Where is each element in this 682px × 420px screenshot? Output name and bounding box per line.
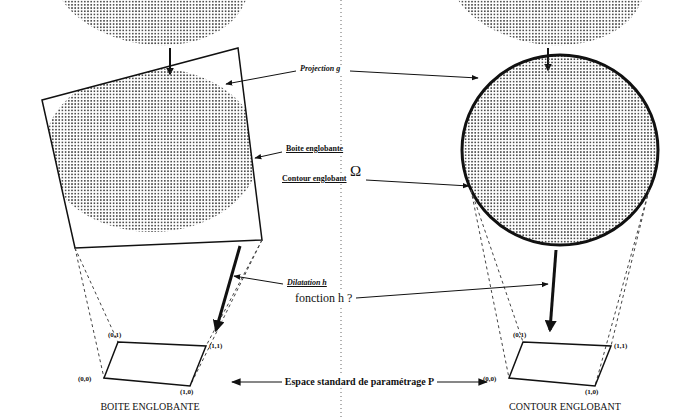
function-label: fonction h ? [293,292,354,305]
corner-coordinate: (0,0) [78,376,91,383]
square-shape [509,342,611,386]
corner-coordinate: (1,0) [585,389,598,396]
panel-caption: CONTOUR ENGLOBANT [507,401,623,412]
bounding-contour [462,55,658,245]
dilation-arrow [550,250,556,330]
panel-caption: BOITE ENGLOBANTE [98,401,201,412]
square-shape [104,342,206,386]
leader-lines [226,71,548,298]
contour-label: Contour englobant [280,175,349,184]
projection-label: Projection g [298,65,342,74]
corner-coordinate: (1,1) [209,343,222,350]
corner-coordinate: (0,0) [483,376,496,383]
box-label: Boite englobante [284,145,345,154]
surface-left [62,0,246,45]
dilation-arrow [216,246,240,330]
corner-coordinate: (0,1) [108,332,121,339]
bounding-box [42,48,262,248]
projected-points [44,68,260,232]
parameter-square: (0,1)(1,1)(0,0)(1,0) [82,334,232,400]
surface-right [458,0,642,45]
corner-coordinate: (0,1) [513,332,526,339]
separator-line [341,0,342,420]
corner-coordinate: (1,1) [614,343,627,350]
dilation-lines [75,190,649,386]
dilation-label: Dilatation h [285,279,329,288]
parameter-square: (0,1)(1,1)(0,0)(1,0) [487,334,637,400]
edge-label: Espace standard de paramétrage P [282,376,437,387]
omega-symbol: Ω [348,163,363,180]
corner-coordinate: (1,0) [180,389,193,396]
